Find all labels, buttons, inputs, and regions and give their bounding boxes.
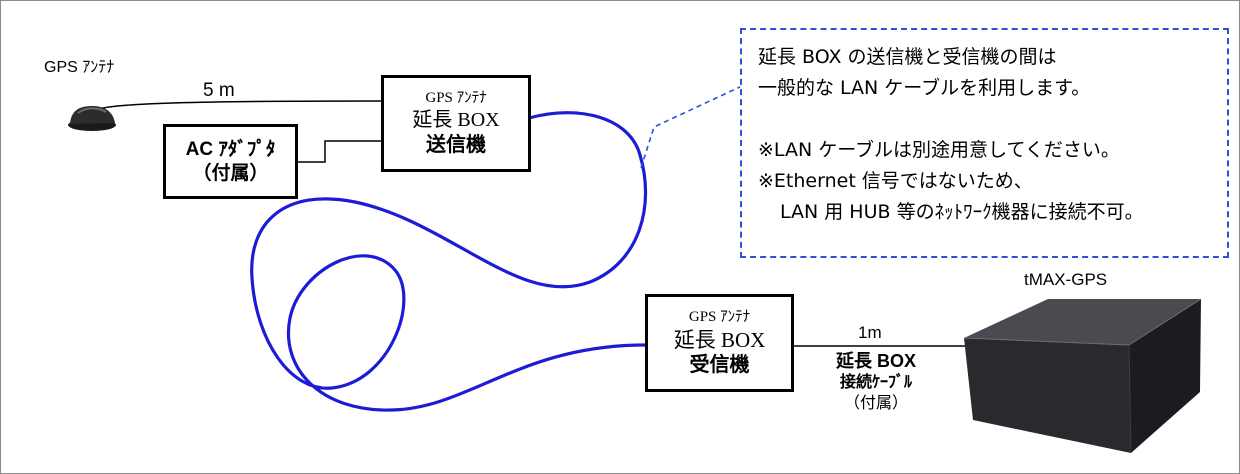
ac-adapter-cable bbox=[296, 140, 382, 163]
callout-spacer bbox=[758, 104, 1227, 135]
antenna-cable-5m bbox=[95, 100, 383, 111]
lan-cable bbox=[250, 111, 648, 412]
receiver-line3: 受信機 bbox=[689, 354, 750, 376]
tmax-gps-device-icon bbox=[963, 298, 1202, 454]
antenna-label: GPS ｱﾝﾃﾅ bbox=[44, 59, 115, 76]
ac-adapter-box: AC ｱﾀﾞﾌﾟﾀ （付属） bbox=[163, 124, 298, 199]
lan-note-callout: 延長 BOX の送信機と受信機の間は 一般的な LAN ケーブルを利用します。 … bbox=[740, 28, 1229, 258]
receiver-line1: GPS ｱﾝﾃﾅ bbox=[688, 309, 751, 325]
connection-cable-line1: 延長 BOX bbox=[835, 351, 916, 371]
callout-pointer bbox=[640, 85, 743, 169]
callout-line1: 延長 BOX の送信機と受信機の間は bbox=[758, 46, 1057, 68]
callout-line2: 一般的な LAN ケーブルを利用します。 bbox=[758, 77, 1091, 99]
transmitter-line2: 延長 BOX bbox=[412, 108, 500, 131]
gps-antenna-icon bbox=[68, 106, 116, 131]
transmitter-line1: GPS ｱﾝﾃﾅ bbox=[425, 90, 487, 107]
callout-line4: ※Ethernet 信号ではないため、 bbox=[758, 170, 1033, 192]
receiver-line2: 延長 BOX bbox=[673, 327, 766, 352]
callout-line5: LAN 用 HUB 等のﾈｯﾄﾜｰｸ機器に接続不可。 bbox=[780, 201, 1144, 223]
ac-adapter-line1: AC ｱﾀﾞﾌﾟﾀ bbox=[185, 138, 276, 160]
transmitter-line3: 送信機 bbox=[426, 133, 486, 156]
connection-cable-line2: 接続ｹｰﾌﾞﾙ bbox=[839, 374, 912, 392]
device-label: tMAX-GPS bbox=[1024, 270, 1108, 289]
cable-5m-label: 5 m bbox=[203, 80, 235, 101]
connection-cable-line3: （付属） bbox=[843, 395, 908, 413]
cable-1m-label: 1m bbox=[858, 323, 882, 342]
callout-line3: ※LAN ケーブルは別途用意してください。 bbox=[758, 139, 1120, 161]
ac-adapter-line2: （付属） bbox=[192, 162, 269, 184]
receiver-box: GPS ｱﾝﾃﾅ 延長 BOX 受信機 bbox=[645, 294, 794, 392]
connection-cable-label: 延長 BOX 接続ｹｰﾌﾞﾙ （付属） bbox=[806, 350, 946, 415]
transmitter-box: GPS ｱﾝﾃﾅ 延長 BOX 送信機 bbox=[381, 75, 531, 172]
